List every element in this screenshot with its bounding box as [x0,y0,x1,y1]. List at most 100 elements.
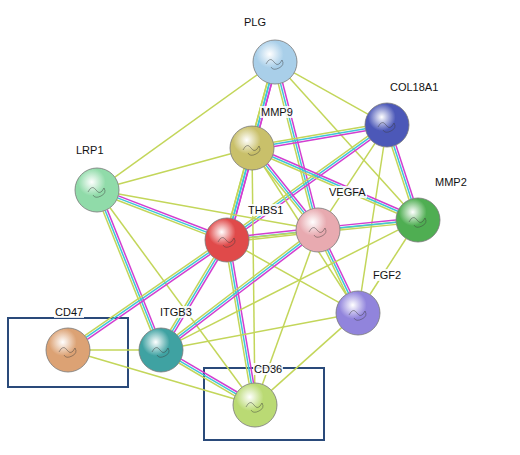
node-sphere [294,206,342,254]
evidence-line [274,131,366,147]
node-sphere [137,326,185,374]
node-circle [230,126,274,170]
interaction-edge [271,328,341,391]
node-sphere [334,289,382,337]
evidence-line [394,146,411,199]
interaction-edge [231,169,249,220]
evidence-line [294,73,368,114]
evidence-line [271,328,341,391]
evidence-line [118,154,231,184]
structure-glyph [246,402,263,412]
structure-glyph [88,187,105,197]
interaction-edge [118,154,231,184]
evidence-line [233,169,246,219]
structure-glyph [59,347,76,357]
evidence-line [179,363,235,396]
node-sphere [251,38,299,86]
evidence-line [119,194,297,226]
node-circle [46,328,90,372]
interaction-edge [370,238,406,294]
protein-node: THBS1 [203,216,251,264]
node-sphere [73,166,121,214]
evidence-line [180,361,236,394]
structure-glyph [266,59,283,69]
structure-glyph [409,217,426,227]
node-label: VEGFA [328,186,367,198]
node-circle [396,198,440,242]
interaction-edge [179,359,237,396]
evidence-line [170,258,213,330]
node-circle [233,383,277,427]
node-circle [336,291,380,335]
protein-node: PLG [251,38,299,86]
structure-glyph [218,237,235,247]
node-sphere [203,216,251,264]
node-label: FGF2 [372,269,402,281]
protein-node: MMP9 [228,124,276,172]
protein-node: COL18A1 [363,101,411,149]
protein-node: ITGB3 [137,326,185,374]
node-label: LRP1 [75,144,105,156]
node-circle [253,40,297,84]
highlight-box [8,318,128,387]
evidence-line [392,147,409,200]
evidence-line [231,169,244,219]
structure-glyph [152,347,169,357]
protein-node: CD36 [231,381,279,429]
node-label: THBS1 [247,204,284,216]
evidence-line [272,157,398,211]
evidence-line [107,210,155,329]
evidence-line [370,238,406,294]
node-label: CD47 [54,306,84,318]
node-sphere [231,381,279,429]
evidence-line [105,210,153,329]
evidence-line [118,198,207,232]
interaction-edge [183,317,337,346]
protein-node: CD47 [44,326,92,374]
evidence-line [117,200,206,234]
node-label: PLG [243,16,267,28]
node-circle [365,103,409,147]
node-label: MMP9 [260,106,294,118]
evidence-line [340,224,396,230]
evidence-line [90,349,139,351]
interaction-edge [271,155,398,214]
evidence-line [271,159,397,213]
interaction-edge [294,73,368,114]
node-label: MMP2 [434,176,468,188]
protein-node: LRP1 [73,166,121,214]
evidence-line [273,155,399,209]
structure-glyph [243,145,260,155]
node-label: COL18A1 [389,81,439,93]
structure-glyph [309,227,326,237]
node-circle [139,328,183,372]
evidence-line [85,251,208,336]
node-circle [75,168,119,212]
structure-glyph [378,122,395,132]
evidence-line [396,145,413,198]
node-circle [296,208,340,252]
interaction-edge [90,350,139,351]
structure-glyph [349,310,366,320]
evidence-line [183,317,337,346]
protein-node: VEGFA [294,206,342,254]
evidence-line [274,129,366,145]
evidence-line [181,359,237,392]
node-label: CD36 [253,363,283,375]
node-sphere [363,101,411,149]
evidence-line [273,127,365,143]
node-sphere [228,124,276,172]
node-sphere [44,326,92,374]
interaction-edge [103,210,155,331]
protein-node: FGF2 [334,289,382,337]
interaction-edge [392,145,414,200]
evidence-line [229,262,250,384]
interaction-edge [340,220,397,230]
evidence-line [118,196,207,230]
evidence-line [172,259,215,331]
interaction-edge [273,127,365,147]
node-sphere [394,196,442,244]
node-label: ITGB3 [159,306,193,318]
interaction-edge [119,194,297,226]
